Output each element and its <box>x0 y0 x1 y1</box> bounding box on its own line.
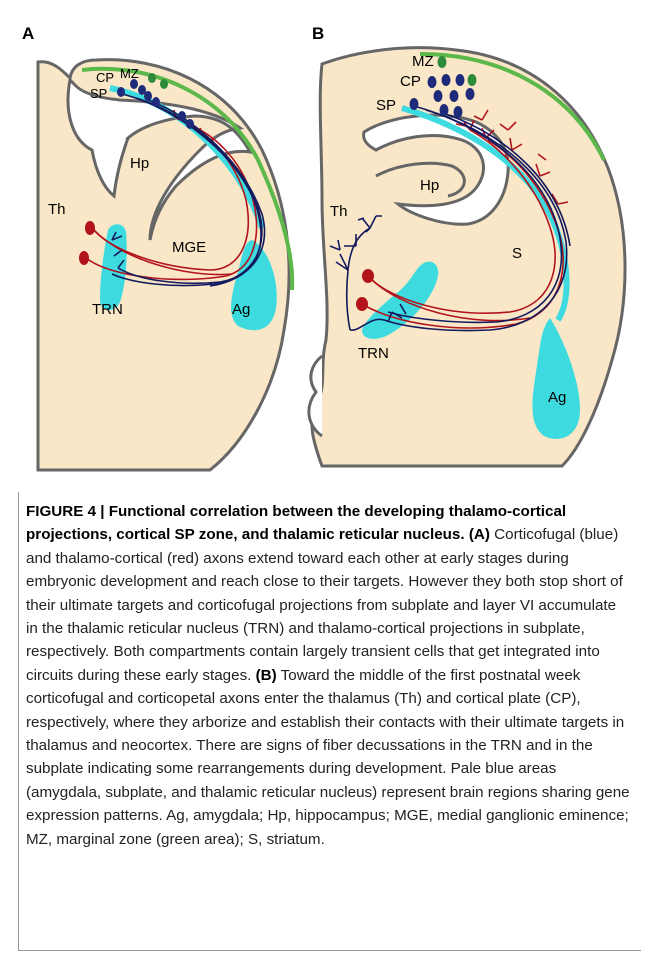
caption-a-text: Corticofugal (blue) and thalamo-cortical… <box>26 526 623 683</box>
panel-a-label-ag: Ag <box>232 301 250 318</box>
panel-b-mz-cell <box>438 56 447 68</box>
panel-b-cp-cell <box>442 74 451 86</box>
panel-b-cp-cell <box>440 104 449 116</box>
panel-b-label-mz: MZ <box>412 53 434 70</box>
panel-b-label-s: S <box>512 245 522 262</box>
panel-a-mz-cell <box>148 73 156 83</box>
panel-b-midline <box>309 356 322 436</box>
panel-a-thalamic-cell <box>85 221 95 235</box>
panel-a-label-th: Th <box>48 201 66 218</box>
panel-b-cp-cell <box>456 74 465 86</box>
panel-b-label-sp: SP <box>376 97 396 114</box>
panel-b-label-cp: CP <box>400 73 421 90</box>
panel-b-mz-cell <box>468 74 477 86</box>
panel-b-sp-cell <box>410 98 419 110</box>
panel-a-sp-cell <box>117 87 125 97</box>
caption-a-label: (A) <box>469 526 490 543</box>
panel-a-label-mz: MZ <box>120 66 139 81</box>
panel-a-cp-cell <box>152 97 160 107</box>
panel-a-label-cp: CP <box>96 70 114 85</box>
panel-b-diagram: MZ CP SP Hp Th S TRN Ag <box>309 48 625 466</box>
panel-b-label-hp: Hp <box>420 177 439 194</box>
panel-a-mz-cell <box>160 79 168 89</box>
panel-b-cp-cell <box>454 106 463 118</box>
panel-b-label-ag: Ag <box>548 389 566 406</box>
panel-b-thalamic-cell <box>356 297 368 311</box>
panel-a-thalamic-cell <box>79 251 89 265</box>
panel-a-label-hp: Hp <box>130 155 149 172</box>
panel-b-cp-cell <box>466 88 475 100</box>
panel-b-cp-cell <box>434 90 443 102</box>
panel-a-cp-cell <box>144 91 152 101</box>
panel-a-diagram: CP MZ SP Hp Th MGE TRN Ag <box>38 60 292 470</box>
panel-b-cp-cell <box>428 76 437 88</box>
figure-caption: FIGURE 4 | Functional correlation betwee… <box>26 500 632 851</box>
panel-b-label-trn: TRN <box>358 345 389 362</box>
panel-b-cp-cell <box>450 90 459 102</box>
caption-b-label: (B) <box>256 667 277 684</box>
figure-illustration: CP MZ SP Hp Th MGE TRN Ag <box>0 0 656 490</box>
panel-a-label-trn: TRN <box>92 301 123 318</box>
panel-b-label-th: Th <box>330 203 348 220</box>
panel-b-thalamic-cell <box>362 269 374 283</box>
panel-a-cp-cell <box>186 119 194 129</box>
panel-a-label-sp: SP <box>90 86 107 101</box>
panel-a-label-mge: MGE <box>172 239 206 256</box>
caption-b-text: Toward the middle of the first postnatal… <box>26 667 630 848</box>
panel-a-cp-cell <box>178 111 186 121</box>
